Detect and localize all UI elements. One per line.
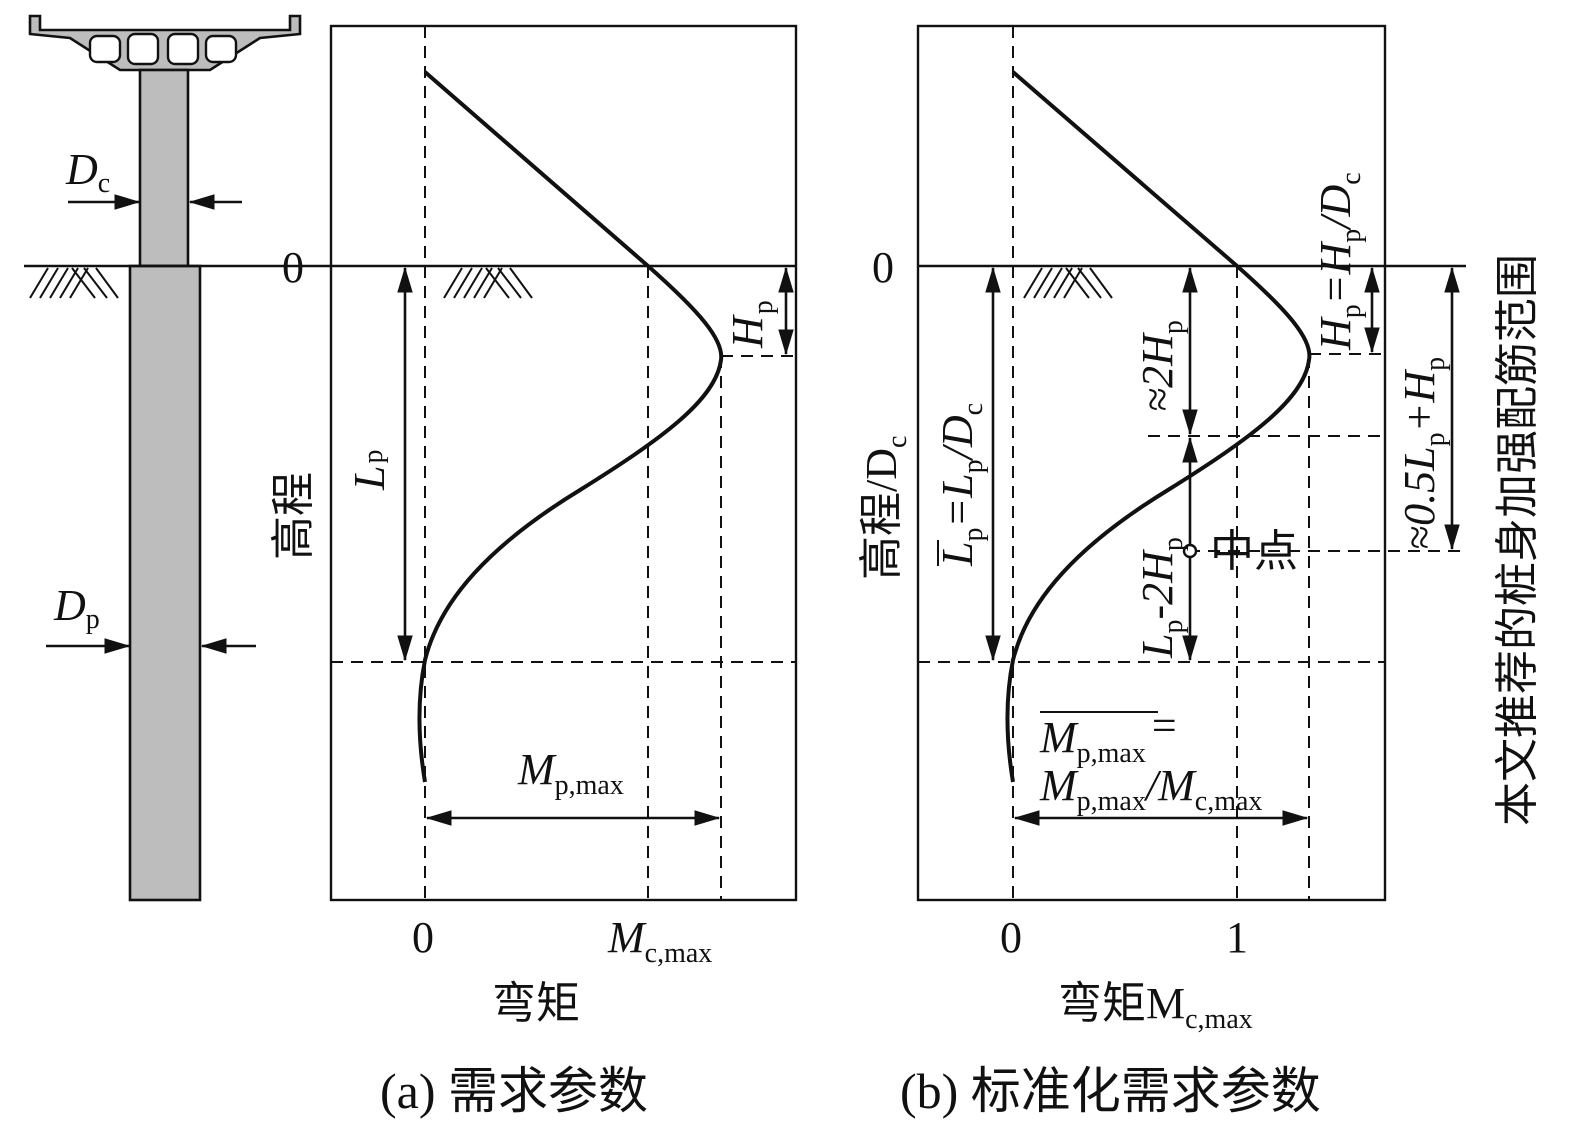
panel-b-mbar-line2: Mp,max/Mc,max <box>1039 761 1262 817</box>
panel-b-moment-curve <box>1005 70 1312 783</box>
panel-b-x-tick-0: 0 <box>1000 913 1022 962</box>
soil-hatch <box>29 267 119 299</box>
dc-label: Dc <box>65 145 110 199</box>
deck-cell <box>204 34 238 64</box>
deck-cell <box>88 34 122 64</box>
panel-b-lp2hp-label: Lp-2Hp <box>1133 537 1189 659</box>
panel-a-y-axis-label: 高程 <box>269 472 318 560</box>
panel-a-mp-label: Mp,max <box>517 745 624 801</box>
panel-b-midpoint-marker <box>1182 543 1198 559</box>
panel-b-mbar-line1: Mp,max= <box>1039 701 1177 769</box>
panel-b-2hp-label: ≈2Hp <box>1133 320 1189 412</box>
panel-b: 0 Lp=Lp/Dc ≈2Hp Lp-2Hp 中点 Hp=Hp/Dc <box>857 24 1542 1119</box>
panel-a-frame <box>329 24 798 902</box>
panel-a-caption: (a) 需求参数 <box>380 1063 648 1119</box>
panel-a-hp-label: Hp <box>723 300 779 349</box>
panel-a-lp-label: Lp <box>345 450 394 491</box>
panel-a: 0 Lp Hp Mp,max 高程 0 Mc,max 弯矩 (a) 需求参数 <box>269 24 798 1119</box>
panel-a-moment-curve <box>417 70 724 783</box>
panel-b-y-zero: 0 <box>872 243 894 292</box>
panel-b-x-axis-label: 弯矩Mc,max <box>1058 979 1253 1035</box>
panel-b-midpoint-label: 中点 <box>1210 527 1298 576</box>
panel-b-soil-hatch <box>1023 267 1113 299</box>
panel-b-side-note: 本文推荐的桩身加强配筋范围 <box>1493 254 1542 826</box>
pier-column <box>138 68 190 268</box>
panel-b-y-axis-label: 高程/Dc <box>857 436 913 580</box>
panel-a-y-zero: 0 <box>282 243 304 292</box>
bridge-deck <box>28 14 302 72</box>
panel-a-x-tick-mc: Mc,max <box>607 913 712 969</box>
pile-shaft <box>128 264 202 902</box>
panel-b-frame <box>916 24 1387 902</box>
deck-cell <box>126 32 160 66</box>
panel-b-x-tick-1: 1 <box>1226 913 1248 962</box>
panel-a-x-axis-label: 弯矩 <box>492 979 580 1028</box>
deck-cell <box>166 32 200 66</box>
panel-a-x-tick-0: 0 <box>412 913 434 962</box>
pier-illustration: Dc Dp <box>24 14 302 902</box>
panel-b-caption: (b) 标准化需求参数 <box>900 1063 1321 1119</box>
panel-b-hp-label: Hp=Hp/Dc <box>1311 172 1367 351</box>
panel-b-half-lp-label: ≈0.5Lp+Hp <box>1395 357 1451 550</box>
panel-b-lp-label: Lp=Lp/Dc <box>933 403 989 567</box>
panel-a-soil-hatch <box>443 267 533 299</box>
dp-label: Dp <box>53 581 100 635</box>
